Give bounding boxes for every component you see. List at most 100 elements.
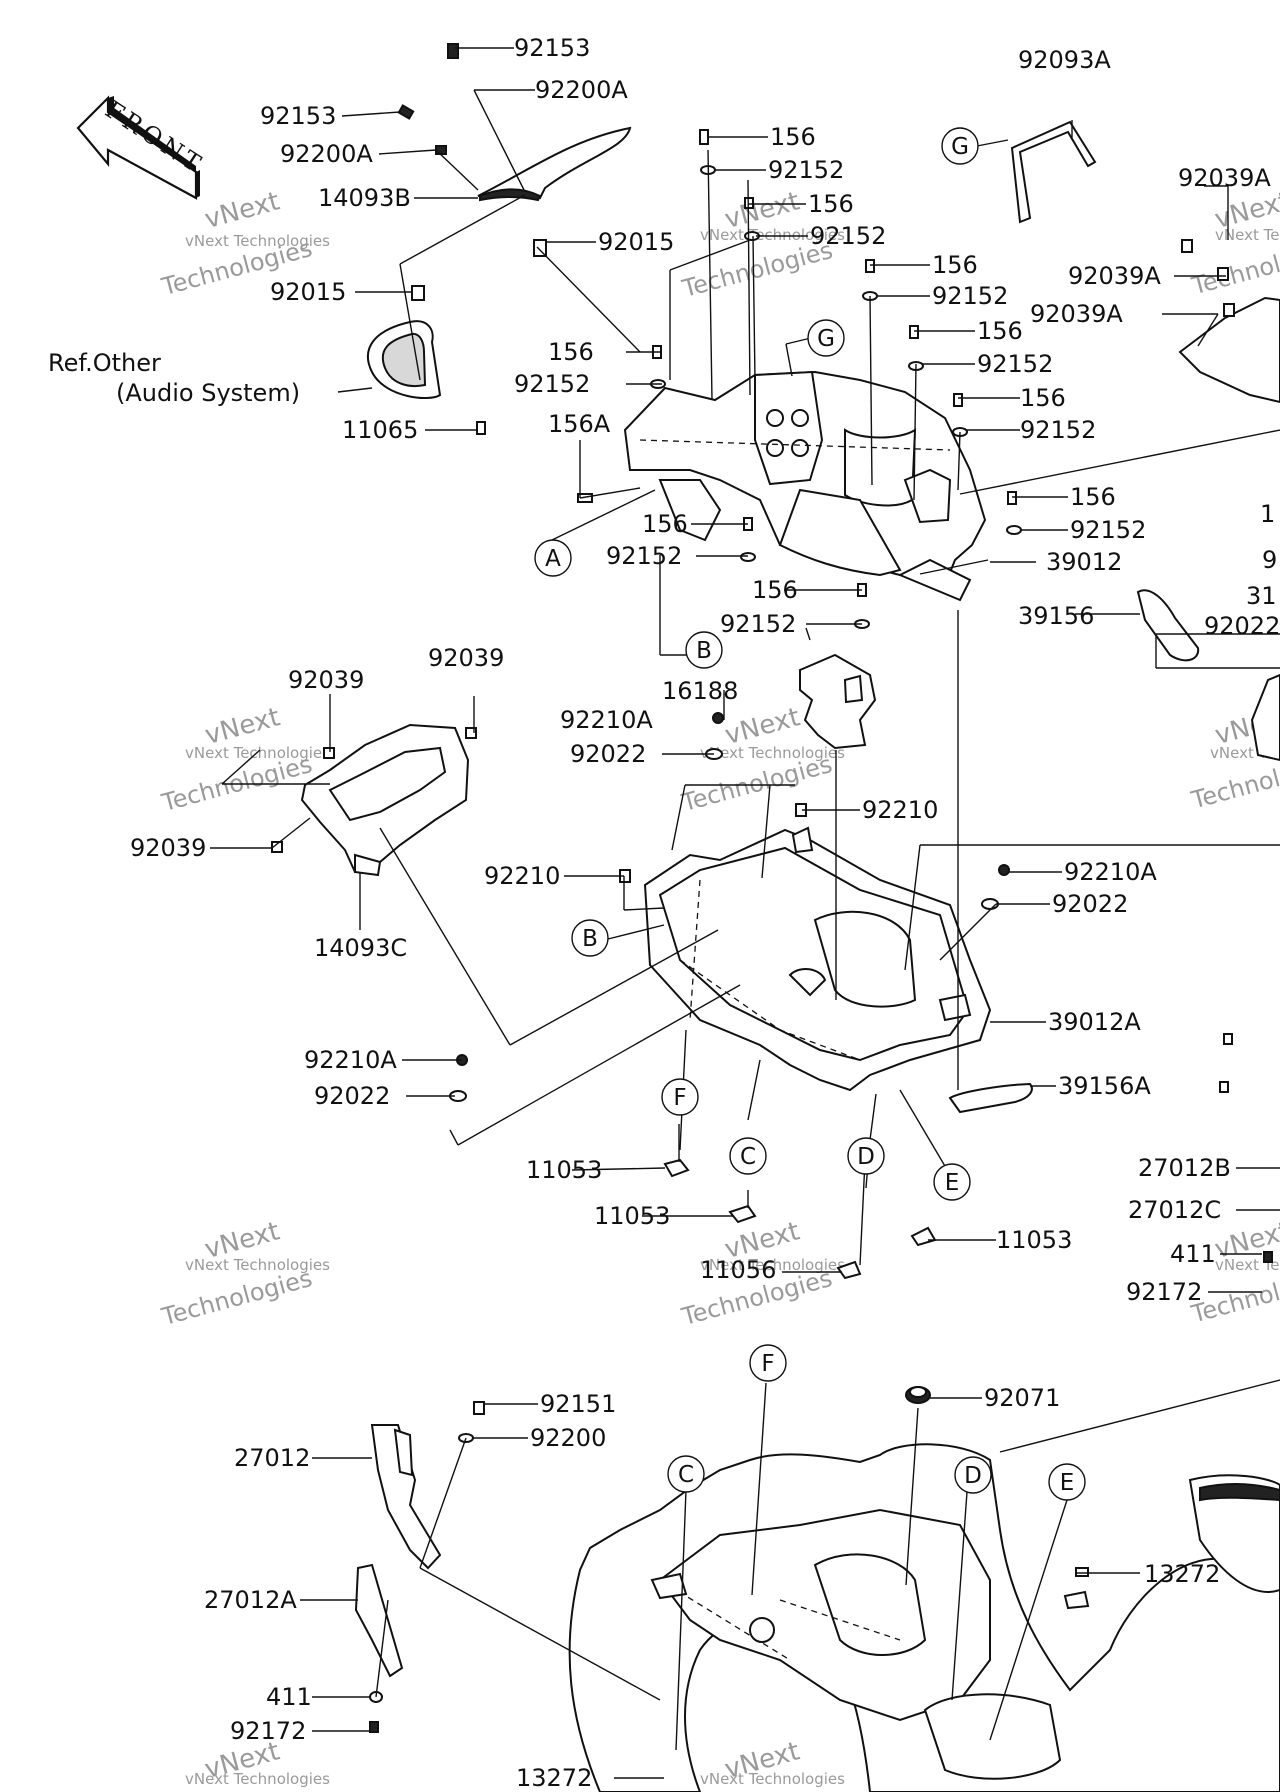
part-label: 14093C bbox=[314, 934, 407, 962]
pad-39156 bbox=[1136, 589, 1200, 662]
grommet-92071 bbox=[905, 1386, 931, 1404]
watermark-11: vNext vNext Technologies bbox=[700, 1736, 845, 1788]
part-label: 31 bbox=[1246, 582, 1277, 610]
part-label: 27012C bbox=[1128, 1196, 1221, 1224]
watermark-text: Technologies bbox=[158, 1264, 315, 1331]
part-label: 14093B bbox=[318, 184, 411, 212]
part-label: 92152 bbox=[932, 282, 1008, 310]
callout-f: F bbox=[673, 1085, 686, 1111]
part-label: 92152 bbox=[810, 222, 886, 250]
part-label: 92200 bbox=[530, 1424, 606, 1452]
watermark-text: vNext Technologies bbox=[700, 1256, 845, 1274]
part-label: 27012 bbox=[234, 1444, 310, 1472]
part-label: 156 bbox=[548, 338, 594, 366]
part-label: 92172 bbox=[1126, 1278, 1202, 1306]
part-label: 92172 bbox=[230, 1717, 306, 1745]
part-label: 411 bbox=[1170, 1240, 1216, 1268]
part-label: 156 bbox=[808, 190, 854, 218]
part-label: 92039 bbox=[428, 644, 504, 672]
part-label: 11053 bbox=[594, 1202, 670, 1230]
callout-b: B bbox=[582, 926, 598, 952]
watermark-5: vNext vNext Technologies Technologies bbox=[158, 1216, 330, 1331]
part-label: 92152 bbox=[514, 370, 590, 398]
part-label: 13272 bbox=[1144, 1560, 1220, 1588]
watermark-text: vNext Technologies bbox=[700, 744, 845, 762]
part-label: 16188 bbox=[662, 677, 738, 705]
callout-a: A bbox=[545, 546, 561, 572]
callout-f: F bbox=[761, 1351, 774, 1377]
watermark-text: vNext Technologies bbox=[185, 232, 330, 250]
part-label: 92152 bbox=[768, 156, 844, 184]
handle-92093a bbox=[1010, 120, 1097, 224]
cover-39012 bbox=[623, 370, 987, 602]
part-labels: 92153 92200A 92153 92200A 14093B 92015 9… bbox=[130, 34, 1280, 1792]
part-label: 92022 bbox=[570, 740, 646, 768]
callout-g: G bbox=[951, 134, 969, 160]
part-label: 11056 bbox=[700, 1256, 776, 1284]
part-label: 156 bbox=[642, 510, 688, 538]
part-label: 27012A bbox=[204, 1586, 297, 1614]
part-label: 92039 bbox=[130, 834, 206, 862]
part-label: 92015 bbox=[270, 278, 346, 306]
part-label: 92153 bbox=[514, 34, 590, 62]
watermark-text: vNext Technologies bbox=[185, 1770, 330, 1788]
watermark-text: vNext Technologies bbox=[1215, 226, 1280, 244]
part-label: 92210 bbox=[484, 862, 560, 890]
part-label: 92022 bbox=[1204, 612, 1280, 640]
part-label: 156 bbox=[977, 317, 1023, 345]
part-label: 92152 bbox=[1020, 416, 1096, 444]
cover-27012a bbox=[354, 1563, 404, 1678]
cover-14093c bbox=[300, 723, 470, 877]
part-label: 92022 bbox=[1052, 890, 1128, 918]
reference-note-line2: (Audio System) bbox=[116, 379, 300, 407]
pad-39156a bbox=[948, 1082, 1033, 1114]
part-label: 92210A bbox=[560, 706, 653, 734]
callout-d: D bbox=[964, 1463, 982, 1489]
callout-e: E bbox=[1060, 1470, 1075, 1496]
part-label: 39156 bbox=[1018, 602, 1094, 630]
callout-circles: G G A B B F C D E F C D E bbox=[534, 127, 1086, 1501]
front-arrow-icon: FRONT bbox=[76, 95, 209, 200]
cover-14093b bbox=[477, 126, 632, 202]
part-label: 92152 bbox=[977, 350, 1053, 378]
part-label: 92210 bbox=[862, 796, 938, 824]
part-label: 39012 bbox=[1046, 548, 1122, 576]
part-label: 92039A bbox=[1068, 262, 1161, 290]
part-label: 9 bbox=[1262, 546, 1277, 574]
part-label: 39156A bbox=[1058, 1072, 1151, 1100]
part-label: 1 bbox=[1260, 500, 1275, 528]
part-label: 11053 bbox=[526, 1156, 602, 1184]
part-label: 92152 bbox=[720, 610, 796, 638]
part-label: 156 bbox=[1070, 483, 1116, 511]
watermark-text: vNext bbox=[202, 186, 283, 235]
part-label: 92210A bbox=[304, 1046, 397, 1074]
part-label: 156 bbox=[770, 123, 816, 151]
part-label: 92071 bbox=[984, 1384, 1060, 1412]
part-label: 92210A bbox=[1064, 858, 1157, 886]
watermark-text: vNext Technologies bbox=[185, 1256, 330, 1274]
part-label: 92039A bbox=[1178, 164, 1271, 192]
part-label: 27012B bbox=[1138, 1154, 1231, 1182]
part-label: 156 bbox=[932, 251, 978, 279]
part-label: 92039 bbox=[288, 666, 364, 694]
part-label: 92151 bbox=[540, 1390, 616, 1418]
part-label: 11065 bbox=[342, 416, 418, 444]
callout-e: E bbox=[945, 1170, 960, 1196]
watermark-9: vNext vNext Technologies Technologies bbox=[1188, 1216, 1280, 1328]
watermark-7: vNext vNext Technologies Technologies bbox=[1188, 186, 1280, 300]
part-label: 156 bbox=[752, 576, 798, 604]
callout-g: G bbox=[817, 326, 835, 352]
cover-27012 bbox=[370, 1424, 442, 1570]
part-label: 39012A bbox=[1048, 1008, 1141, 1036]
reference-note-line1: Ref.Other bbox=[48, 349, 161, 377]
part-label: 92200A bbox=[535, 76, 628, 104]
part-label: 411 bbox=[266, 1683, 312, 1711]
part-label: 92200A bbox=[280, 140, 373, 168]
bolt-small bbox=[397, 43, 547, 435]
part-label: 92022 bbox=[314, 1082, 390, 1110]
bracket-16188 bbox=[799, 653, 877, 750]
watermark-text: vNext Technologies bbox=[700, 1770, 845, 1788]
callout-d: D bbox=[857, 1144, 875, 1170]
part-label: 92015 bbox=[598, 228, 674, 256]
